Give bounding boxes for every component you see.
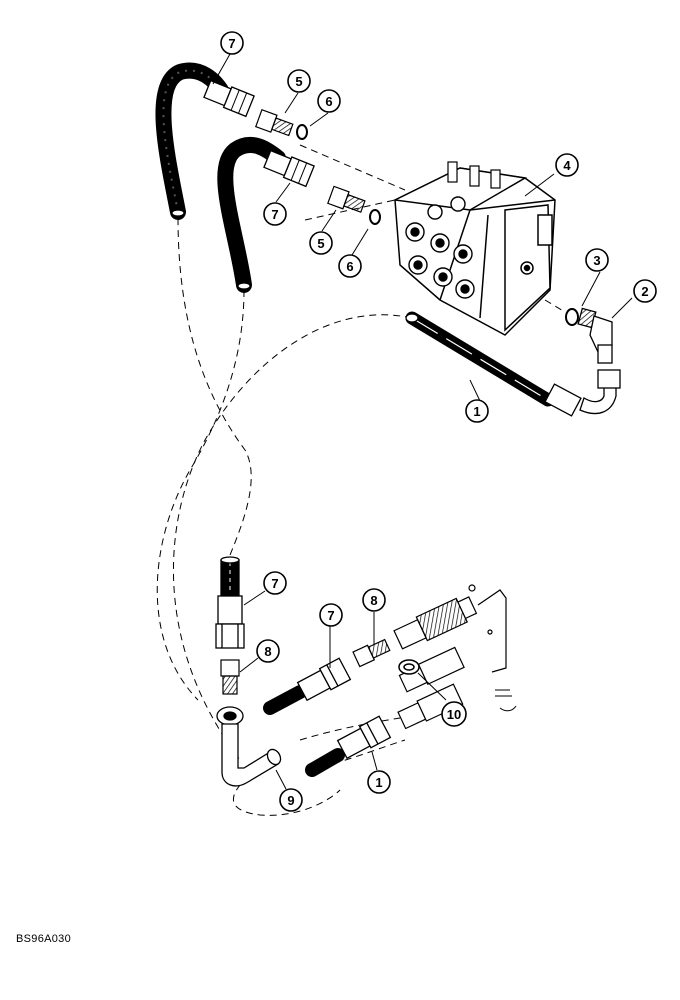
o-ring-upper-b	[369, 209, 381, 225]
callout-label: 8	[264, 644, 271, 659]
callout-label: 8	[370, 593, 377, 608]
callout-label: 7	[271, 207, 278, 222]
adapter-upper-b	[327, 185, 366, 213]
callout-7-upper-right: 7	[263, 202, 287, 226]
callout-8-horizontal-adapter: 8	[362, 588, 386, 612]
callout-7-upper-left: 7	[220, 31, 244, 55]
return-hose-upper	[405, 311, 621, 417]
control-valve	[392, 161, 556, 336]
adapter-upper-a	[254, 108, 294, 137]
adapter-lower-vertical	[220, 659, 240, 695]
callout-5-lower: 5	[309, 231, 333, 255]
callout-label: 5	[317, 236, 324, 251]
detail-marks	[495, 689, 517, 712]
callout-label: 6	[325, 94, 332, 109]
o-ring-upper-a	[296, 124, 308, 140]
callout-label: 3	[593, 253, 600, 268]
callout-6-lower: 6	[338, 254, 362, 278]
callout-9-elbow-tube: 9	[279, 788, 303, 812]
return-hose-lower	[305, 715, 392, 777]
callout-label: 7	[271, 576, 278, 591]
callout-label: 7	[228, 36, 235, 51]
callout-3-o-ring: 3	[585, 248, 609, 272]
callout-label: 6	[346, 259, 353, 274]
callout-7-middle-hose: 7	[319, 603, 343, 627]
adapter-lower-horizontal	[352, 638, 391, 668]
callout-label: 1	[375, 775, 382, 790]
figure-reference-code: BS96A030	[16, 933, 71, 945]
elbow-tube	[216, 706, 282, 787]
callout-label: 2	[641, 284, 648, 299]
upper-hose-left	[155, 62, 255, 220]
callout-label: 4	[563, 158, 571, 173]
clip	[398, 659, 420, 675]
callout-1-upper-hose: 1	[465, 399, 489, 423]
callout-label: 9	[287, 793, 294, 808]
callout-label: 7	[327, 608, 334, 623]
lower-hose-vertical	[215, 556, 245, 649]
callout-2-elbow: 2	[633, 279, 657, 303]
callout-label: 10	[447, 707, 461, 722]
callout-8-vertical-adapter: 8	[256, 639, 280, 663]
lower-hose-middle	[263, 657, 352, 715]
callout-6-upper: 6	[317, 89, 341, 113]
callout-label: 5	[295, 74, 302, 89]
upper-hose-right	[217, 137, 315, 293]
quick-couplers	[393, 584, 507, 730]
callout-1-lower-hose: 1	[367, 770, 391, 794]
o-ring-valve	[565, 308, 579, 326]
elbow-fitting-upper	[577, 307, 613, 364]
callout-5-upper: 5	[287, 69, 311, 93]
callout-7-vertical-hose: 7	[263, 571, 287, 595]
leader-lines	[212, 53, 633, 790]
callout-10-clip: 10	[441, 701, 467, 727]
callout-label: 1	[473, 404, 480, 419]
callout-4-valve: 4	[555, 153, 579, 177]
